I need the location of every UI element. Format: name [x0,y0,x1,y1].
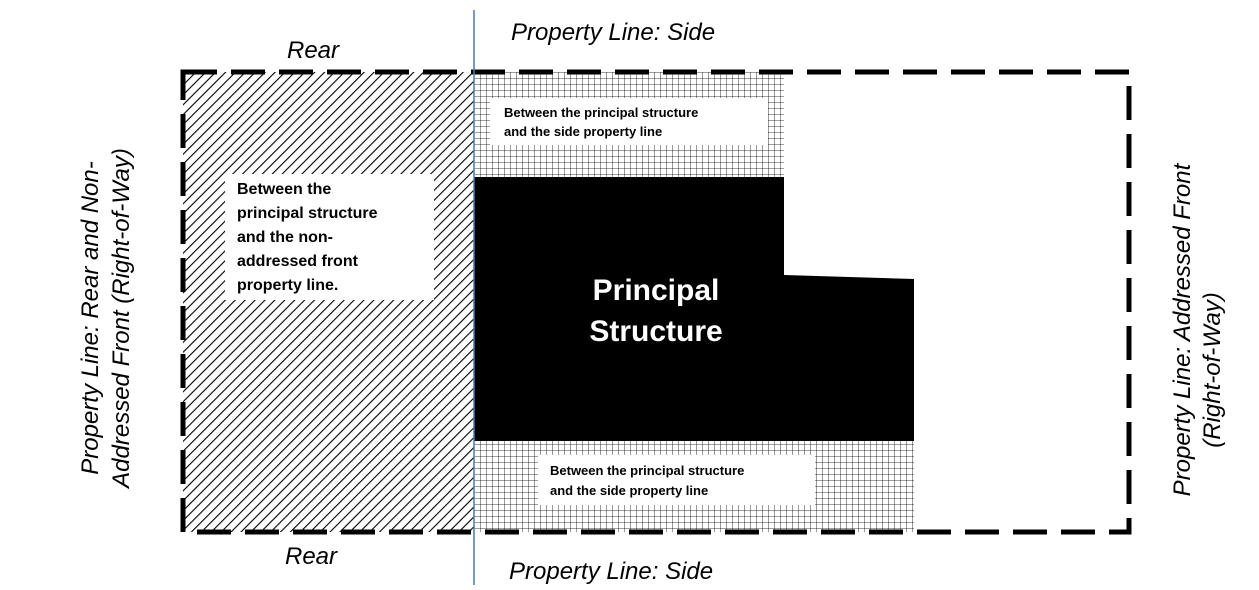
rear-label-top: Rear [287,37,340,64]
rear-zone-text-line5: property line. [237,277,338,294]
rear-zone-textbox [225,174,434,300]
rear-yard-zone [183,72,474,532]
right-property-line-label-line1: Property Line: Addressed Front [1169,162,1196,496]
rear-zone-text-line1: Between the [237,181,331,198]
right-property-line-label-line2: (Right-of-Way) [1199,292,1226,448]
side-property-line-label-top: Property Line: Side [511,19,715,46]
side-zone-top-textbox [490,98,768,145]
principal-structure-label-line2: Structure [589,315,722,348]
principal-structure [474,177,914,441]
property-line-boundary [180,69,1132,535]
side-zone-bottom-textbox [538,455,815,505]
rear-zone-text-line2: principal structure [237,205,378,222]
left-property-line-label-line1: Property Line: Rear and Non- [77,161,104,475]
rear-label-bottom: Rear [285,543,338,570]
side-zone-bottom-text-line2: and the side property line [550,483,708,498]
side-property-line-label-bottom: Property Line: Side [509,558,713,585]
left-property-line-label-line2: Addressed Front (Right-of-Way) [108,148,135,490]
principal-structure-label-line1: Principal [593,274,720,307]
side-zone-top-text-line2: and the side property line [504,124,662,139]
side-zone-top-text-line1: Between the principal structure [504,105,698,120]
rear-zone-text-line4: addressed front [237,253,359,270]
rear-zone-text-line3: and the non- [237,229,333,246]
side-zone-bottom-text-line1: Between the principal structure [550,463,744,478]
